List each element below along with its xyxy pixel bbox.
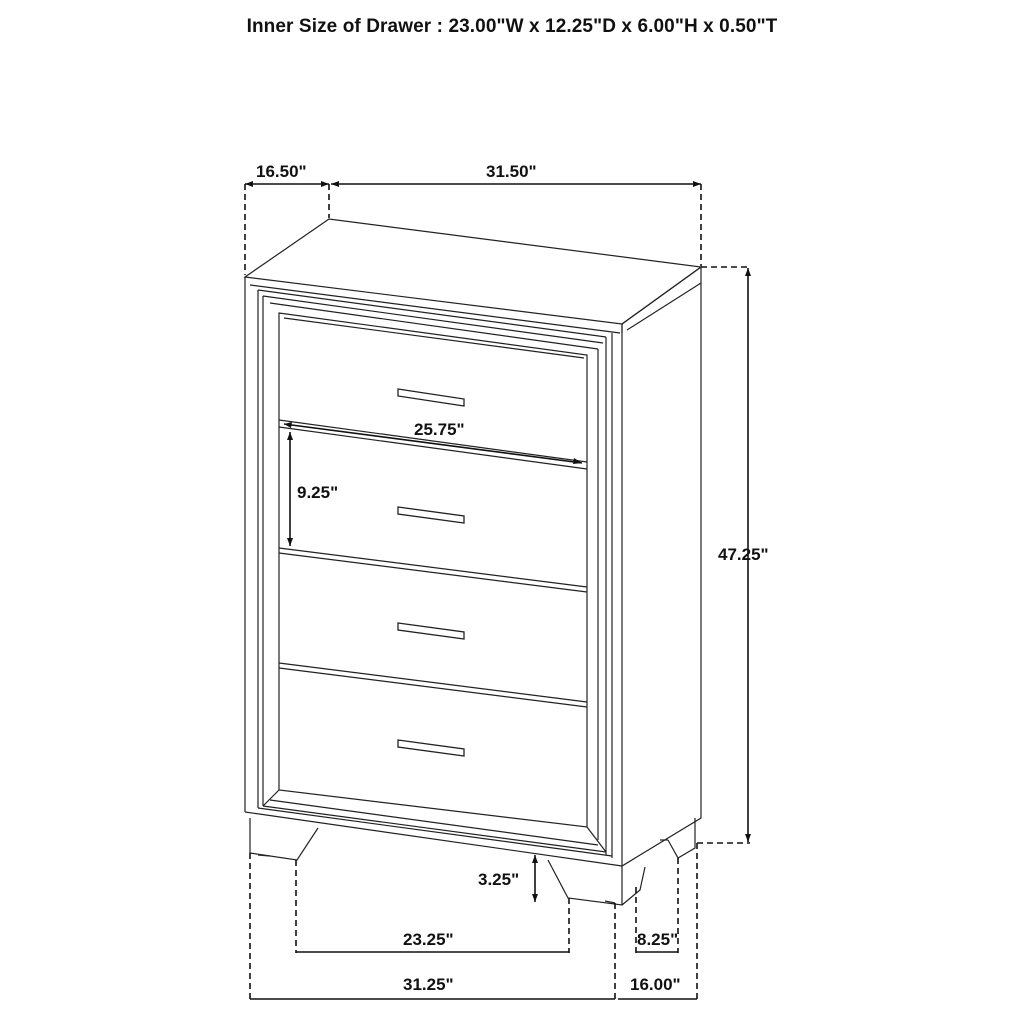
side-leg-span-label: 8.25" [637,930,679,949]
overall-height-label: 47.25" [718,545,769,564]
dimension-arrowheads [245,181,751,902]
drawer-width-label: 25.75" [414,420,465,439]
front-leg-span-label: 23.25" [403,930,454,949]
base-depth-label: 16.00" [630,975,681,994]
drawer-inner-size-title: Inner Size of Drawer : 23.00"W x 12.25"D… [246,16,778,37]
drawer-handles [397,388,465,757]
leg-height-label: 3.25" [478,870,520,889]
chest-outline [243,218,703,906]
top-depth-label: 16.50" [256,162,307,181]
base-width-label: 31.25" [403,975,454,994]
drawer-height-label: 9.25" [297,483,339,502]
top-width-label: 31.50" [486,162,537,181]
